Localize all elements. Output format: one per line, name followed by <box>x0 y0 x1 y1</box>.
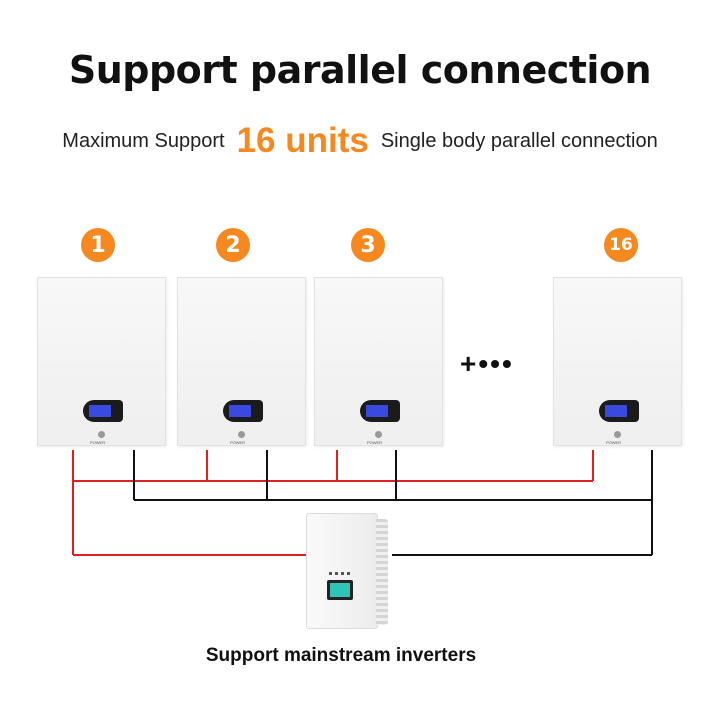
subtitle-prefix: Maximum Support <box>62 129 225 152</box>
lcd-display <box>360 400 400 422</box>
subtitle-highlight: 16 units <box>236 121 369 160</box>
inverter-screen <box>327 580 353 600</box>
battery-unit-1: POWER <box>37 277 166 446</box>
power-button-icon <box>375 431 382 438</box>
unit-badge-3: 3 <box>351 228 385 262</box>
negative-wires <box>133 450 653 556</box>
power-label: POWER <box>90 440 106 445</box>
unit-badge-16: 16 <box>604 228 638 262</box>
lcd-display <box>83 400 123 422</box>
battery-unit-16: POWER <box>553 277 682 446</box>
power-label: POWER <box>606 440 622 445</box>
power-label: POWER <box>230 440 246 445</box>
unit-badge-1: 1 <box>81 228 115 262</box>
positive-wires <box>72 450 594 556</box>
heatsink-fins <box>376 519 388 625</box>
subtitle-suffix: Single body parallel connection <box>380 129 658 152</box>
power-button-icon <box>238 431 245 438</box>
subtitle: Maximum Support 16 units Single body par… <box>0 118 720 164</box>
lcd-display <box>223 400 263 422</box>
power-button-icon <box>98 431 105 438</box>
lcd-display <box>599 400 639 422</box>
battery-unit-2: POWER <box>177 277 306 446</box>
ellipsis-more-units: +••• <box>460 348 514 379</box>
page-title: Support parallel connection <box>68 48 652 92</box>
unit-badge-2: 2 <box>216 228 250 262</box>
inverter-body <box>306 513 378 629</box>
inverter-caption: Support mainstream inverters <box>205 645 477 666</box>
indicator-lights-icon <box>329 572 351 575</box>
power-button-icon <box>614 431 621 438</box>
inverter <box>306 513 388 629</box>
battery-unit-3: POWER <box>314 277 443 446</box>
power-label: POWER <box>367 440 383 445</box>
